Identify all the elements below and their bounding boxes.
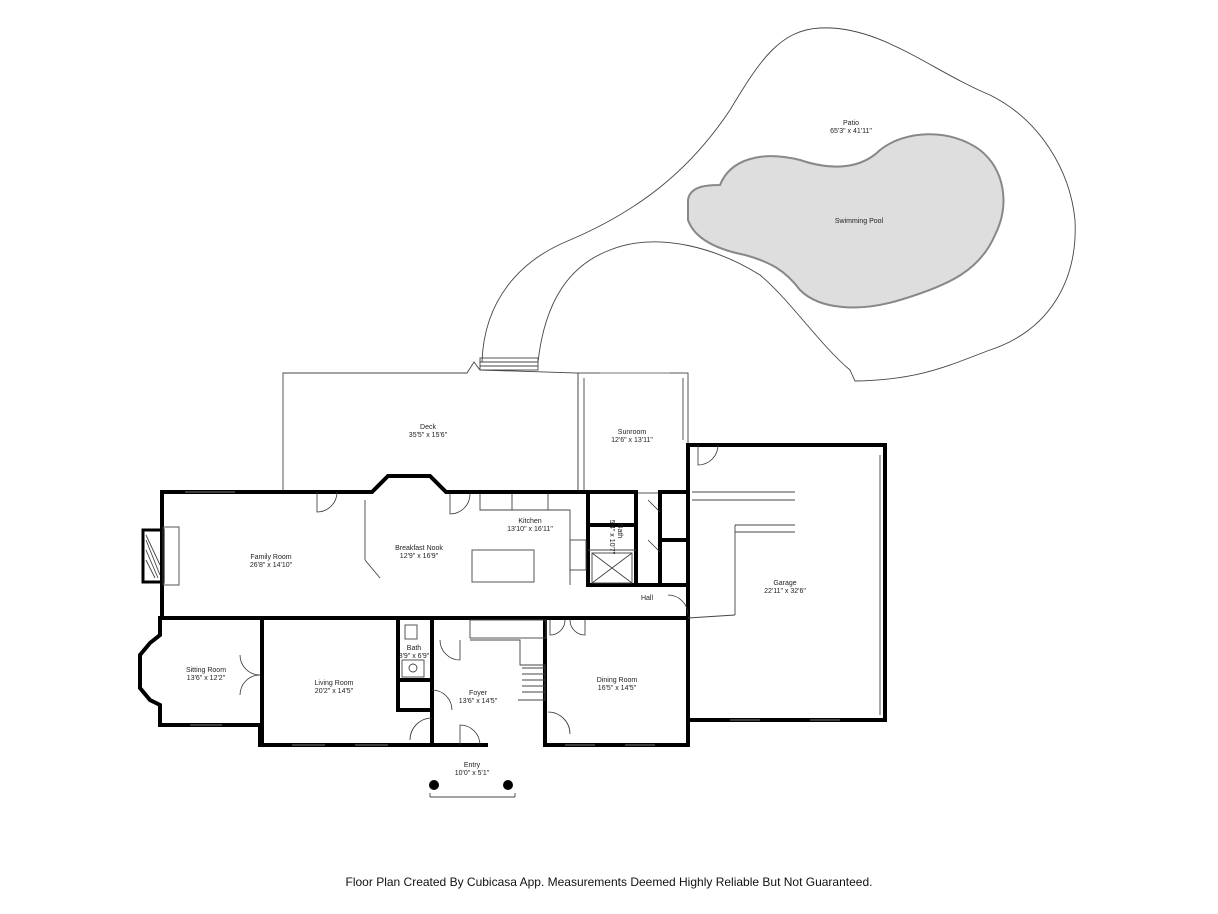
- entry-size: 10'0" x 5'1": [455, 770, 490, 777]
- swimming-pool: [687, 133, 1005, 309]
- house-walls: [138, 474, 690, 747]
- garage-size: 22'11" x 32'6": [764, 588, 806, 595]
- patio-size: 65'3" x 41'11": [830, 128, 872, 135]
- family-room-size: 26'8" x 14'10": [250, 562, 293, 569]
- bath-upper-size: 5'4" x 10'7": [608, 520, 615, 555]
- foyer-name: Foyer: [469, 690, 488, 697]
- foyer-size: 13'6" x 14'5": [459, 698, 498, 705]
- hall-name: Hall: [641, 595, 654, 602]
- bath-lower-name: Bath: [407, 645, 422, 652]
- dining-room-size: 16'5" x 14'5": [598, 685, 637, 692]
- entry-porch: [429, 780, 516, 798]
- patio-name: Patio: [843, 120, 859, 127]
- deck-name: Deck: [420, 424, 436, 431]
- sitting-room-size: 13'6" x 12'2": [187, 675, 226, 682]
- kitchen-size: 13'10" x 16'11": [507, 526, 553, 533]
- disclaimer-footer: Floor Plan Created By Cubicasa App. Meas…: [345, 875, 873, 889]
- sunroom-size: 12'6" x 13'11": [611, 437, 653, 444]
- entry-name: Entry: [464, 762, 481, 769]
- living-room-size: 20'2" x 14'5": [315, 688, 354, 695]
- family-room-name: Family Room: [250, 554, 291, 561]
- kitchen-island: [471, 549, 535, 583]
- staircase: [469, 619, 547, 701]
- living-room-name: Living Room: [315, 680, 354, 687]
- breakfast-nook-name: Breakfast Nook: [395, 545, 443, 552]
- garage-walls: [686, 443, 887, 722]
- kitchen-name: Kitchen: [518, 518, 541, 525]
- bath-lower-size: 3'9" x 6'9": [399, 653, 430, 660]
- garage-name: Garage: [773, 580, 796, 587]
- shower: [591, 552, 633, 584]
- windows: [185, 372, 840, 746]
- bath-upper-name: Bath: [616, 524, 623, 539]
- pool-name: Swimming Pool: [835, 218, 884, 225]
- kitchen-counter: [479, 494, 571, 585]
- deck-size: 35'5" x 15'6": [409, 432, 448, 439]
- sunroom-name: Sunroom: [618, 429, 647, 436]
- dining-room-name: Dining Room: [597, 677, 638, 684]
- breakfast-nook-size: 12'9" x 16'9": [400, 553, 439, 560]
- patio-steps: [479, 357, 539, 371]
- sitting-room-name: Sitting Room: [186, 667, 226, 674]
- patio-outline: [481, 27, 1076, 382]
